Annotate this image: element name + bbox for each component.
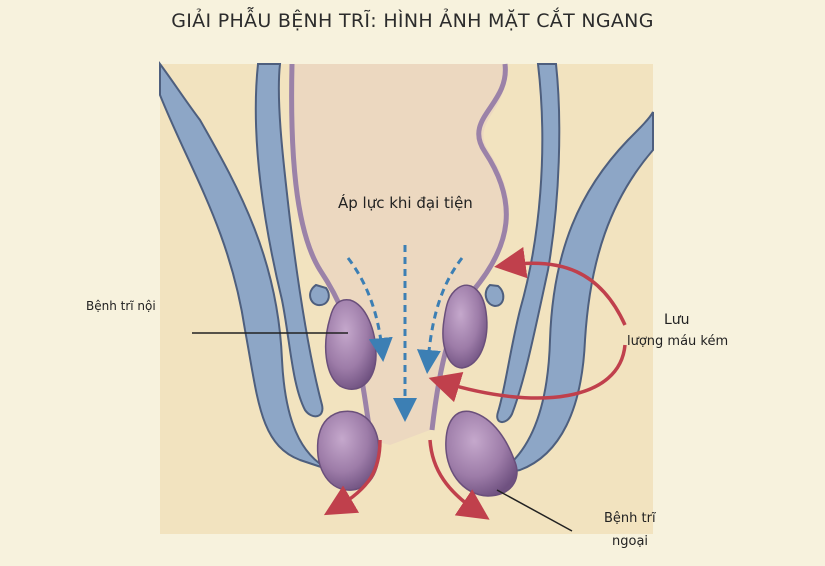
flow-arrow-bottom-right: [428, 439, 490, 520]
label-flow-line2: lượng máu kém: [627, 334, 729, 349]
label-internal-hemorrhoid: Bệnh trĩ nội: [86, 299, 156, 313]
flow-arrow-upper: [494, 247, 627, 326]
label-external-line1: Bệnh trĩ: [604, 511, 656, 526]
right-small-muscle: [484, 283, 505, 308]
canal-wall-left: [289, 63, 375, 443]
leader-external: [496, 489, 573, 532]
right-levator-muscle: [494, 111, 654, 476]
internal-hemorrhoid-right: [442, 284, 488, 369]
left-levator-muscle: [159, 60, 331, 471]
pressure-arrow-left: [346, 257, 393, 362]
external-hemorrhoid-left: [316, 410, 380, 491]
flow-arrow-bottom-left: [323, 439, 382, 516]
external-hemorrhoid-right: [445, 410, 518, 497]
label-external-line2: ngoại: [612, 534, 649, 549]
right-sphincter-muscle: [496, 63, 561, 423]
label-flow-line1: Lưu: [664, 312, 690, 328]
left-small-muscle: [309, 283, 330, 307]
anal-canal: [292, 64, 509, 445]
diagram-title: GIẢI PHẪU BỆNH TRĨ: HÌNH ẢNH MẶT CẮT NGA…: [171, 10, 654, 32]
left-sphincter-muscle: [254, 63, 324, 418]
label-pressure: Áp lực khi đại tiện: [338, 194, 473, 212]
flow-arrow-lower: [428, 344, 627, 403]
